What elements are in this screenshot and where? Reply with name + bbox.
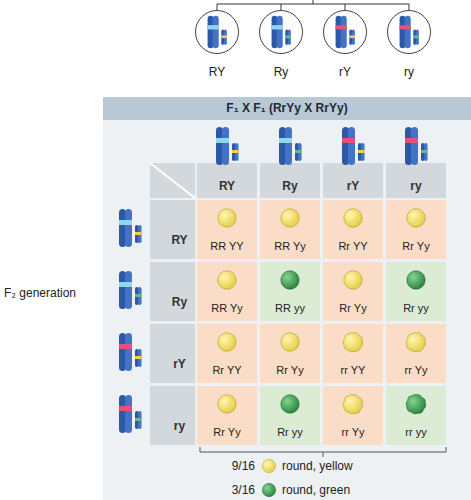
node-text: rr yy (386, 426, 446, 438)
pea-seed (281, 209, 299, 227)
pea-seed (218, 209, 236, 227)
pea-seed (281, 271, 299, 289)
ratio-label: 9/16 (200, 459, 255, 473)
chromosome-pair (342, 127, 365, 165)
gamete-bracket (217, 0, 409, 10)
pea-seed (218, 333, 236, 351)
pea-seed (344, 271, 362, 289)
genotype-cell: Rr Yy (260, 324, 320, 383)
node-text: Rr YY (197, 364, 257, 376)
node-text: rY (164, 357, 195, 371)
chromosome-pair (208, 16, 227, 49)
chromosome-pair (119, 333, 142, 371)
pea-seed (407, 209, 425, 227)
node-text: F₁ X F₁ (RrYy X RrYy) (103, 97, 471, 120)
node-text: RR YY (197, 240, 257, 252)
genotype-cell: Rr YY (197, 324, 257, 383)
node-text: Rr Yy (260, 364, 320, 376)
gamete-header: ry (386, 163, 446, 198)
pea-seed (407, 271, 425, 289)
pea-seed (281, 333, 299, 351)
genotype-cell: RR Yy (260, 200, 320, 259)
chromosome-pair (119, 209, 142, 247)
node-text: ry (386, 179, 446, 193)
gamete-circle: ry (387, 10, 431, 54)
pea-seed (406, 395, 426, 414)
node-text: rY (314, 65, 376, 79)
generation-label: F₂ generation (4, 286, 99, 300)
chromosome-pair (119, 271, 142, 309)
node-text: Ry (260, 179, 320, 193)
pea-seed (218, 271, 236, 289)
phenotype-label: round, yellow (282, 459, 402, 473)
node-text: rr Yy (386, 364, 446, 376)
node-text: rY (323, 179, 383, 193)
genotype-cell: RR YY (197, 200, 257, 259)
pea-seed (343, 333, 363, 352)
ratio-label: 3/16 (200, 483, 255, 497)
node-text: Rr Yy (197, 426, 257, 438)
node-text: rr Yy (323, 426, 383, 438)
pea-seed (281, 395, 299, 413)
node-text: Rr YY (323, 240, 383, 252)
genotype-cell: RR Yy (197, 262, 257, 321)
genotype-cell: Rr Yy (386, 200, 446, 259)
summary-bracket (200, 447, 446, 457)
gamete-circle: RY (195, 10, 239, 54)
chromosome-pair (216, 127, 239, 165)
gamete-header: RY (150, 200, 195, 259)
genotype-cell: Rr Yy (197, 386, 257, 445)
node-text: RR Yy (260, 240, 320, 252)
chromosome-pair (336, 16, 355, 49)
node-text: RY (186, 65, 248, 79)
corner-cell (150, 163, 195, 198)
gamete-header: rY (150, 324, 195, 383)
genotype-cell: Rr yy (386, 262, 446, 321)
node-text: Ry (164, 295, 195, 309)
gamete-header: RY (197, 163, 257, 198)
genotype-cell: rr yy (386, 386, 446, 445)
genotype-cell: rr Yy (386, 324, 446, 383)
gamete-circle: rY (323, 10, 367, 54)
node-text: ry (378, 65, 440, 79)
node-text: rr YY (323, 364, 383, 376)
genotype-cell: RR yy (260, 262, 320, 321)
chromosome-pair (279, 127, 302, 165)
genotype-cell: rr YY (323, 324, 383, 383)
chromosome-pair (272, 16, 291, 49)
pea-seed (406, 333, 426, 352)
pea-seed (344, 209, 362, 227)
node-text: ry (164, 419, 195, 433)
genotype-cell: Rr YY (323, 200, 383, 259)
pea-seed (262, 459, 275, 472)
gamete-header: Ry (260, 163, 320, 198)
gamete-header: rY (323, 163, 383, 198)
gamete-header: Ry (150, 262, 195, 321)
gamete-header: ry (150, 386, 195, 445)
phenotype-label: round, green (282, 483, 402, 497)
corner-diagonal (150, 163, 195, 198)
pea-seed (262, 483, 275, 496)
node-text: Rr yy (260, 426, 320, 438)
cross-panel: F₁ X F₁ (RrYy X RrYy)RYRyrYryRYRR YYRR Y… (103, 97, 471, 500)
node-text: Rr Yy (323, 302, 383, 314)
genotype-cell: rr Yy (323, 386, 383, 445)
genotype-cell: Rr yy (260, 386, 320, 445)
pea-seed (218, 395, 236, 413)
genotype-cell: Rr Yy (323, 262, 383, 321)
chromosome-pair (400, 16, 419, 49)
node-text: RY (197, 179, 257, 193)
node-text: Rr yy (386, 302, 446, 314)
node-text: RR Yy (197, 302, 257, 314)
gamete-circle: Ry (259, 10, 303, 54)
node-text: Ry (250, 65, 312, 79)
chromosome-pair (405, 127, 428, 165)
node-text: RR yy (260, 302, 320, 314)
node-text: Rr Yy (386, 240, 446, 252)
pea-seed (343, 395, 363, 414)
node-text: RY (164, 233, 195, 247)
chromosome-pair (119, 395, 142, 433)
